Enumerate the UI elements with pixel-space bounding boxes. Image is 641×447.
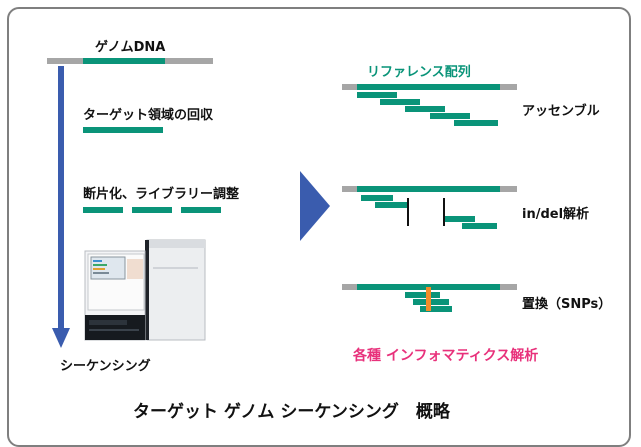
captured-fragment: [83, 127, 163, 133]
indel-ref-segment: [357, 186, 500, 192]
snp-read-3: [420, 306, 452, 312]
fragmentation-label: 断片化、ライブラリー調整: [83, 187, 240, 202]
reference-label: リファレンス配列: [367, 65, 471, 80]
indel-ref-flank-left: [342, 186, 357, 192]
snp-ref-flank-right: [500, 284, 517, 290]
snp-highlight: [426, 287, 431, 311]
deletion-mark: [407, 198, 409, 226]
assembly-read-4: [430, 113, 470, 119]
sequencing-label: シーケンシング: [60, 359, 151, 374]
insertion-mark: [443, 198, 445, 226]
library-fragment-3: [181, 207, 221, 213]
snp-read-1: [405, 292, 440, 298]
snp-ref-flank-left: [342, 284, 357, 290]
sequencer-machine-icon: [84, 239, 206, 341]
assembly-read-2: [380, 99, 420, 105]
indel-ref-flank-right: [500, 186, 517, 192]
down-arrow-icon: [52, 66, 70, 348]
assembly-read-3: [405, 106, 445, 112]
target-capture-label: ターゲット領域の回収: [83, 108, 214, 123]
genome-flank-right: [165, 58, 213, 64]
assembly-read-1: [357, 92, 397, 98]
library-fragment-2: [132, 207, 172, 213]
informatics-label: 各種 インフォマティクス解析: [353, 348, 539, 364]
genome-flank-left: [47, 58, 83, 64]
reference-flank-right: [500, 84, 517, 90]
indel-label: in/del解析: [522, 207, 590, 222]
indel-read-4: [462, 223, 497, 229]
assembly-label: アッセンブル: [522, 104, 600, 119]
library-fragment-1: [83, 207, 123, 213]
snp-label: 置換（SNPs）: [522, 297, 612, 312]
snp-read-2: [413, 299, 449, 305]
genome-dna-label: ゲノムDNA: [95, 40, 166, 55]
genome-target-segment: [83, 58, 165, 64]
assembly-read-5: [454, 120, 498, 126]
indel-read-1: [361, 195, 393, 201]
indel-read-3: [445, 216, 475, 222]
reference-segment: [357, 84, 500, 90]
indel-read-2: [375, 202, 407, 208]
reference-flank-left: [342, 84, 357, 90]
right-triangle-icon: [300, 171, 330, 241]
diagram-title: ターゲット ゲノム シーケンシング 概略: [133, 402, 450, 422]
